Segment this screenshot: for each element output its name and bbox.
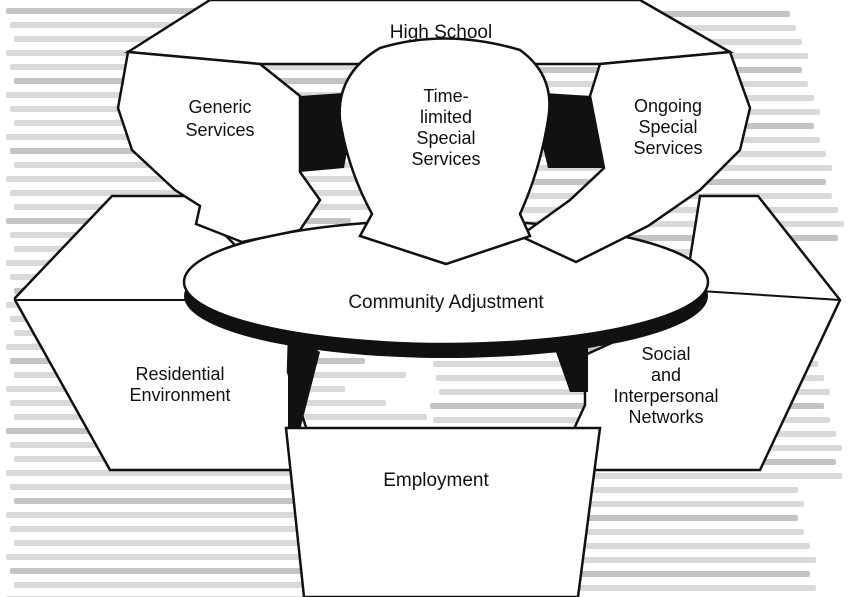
high-school-label: High School [390,22,492,43]
time-limited-label-line1: Time- [423,86,468,106]
right-connector-shadow [556,340,588,392]
background-text-line [10,526,359,532]
background-text-line [14,582,421,588]
residential-environment-label-line2: Environment [129,385,230,405]
time-limited-label-line2: limited [420,107,472,127]
ongoing-services-label-line2: Special [638,117,697,137]
social-networks-label-line3: Interpersonal [613,386,718,406]
background-text-line [439,501,804,507]
background-text-line [6,554,339,560]
generic-services-label-line1: Generic [188,97,251,117]
background-text-line [6,470,387,476]
employment-panel [284,426,602,597]
employment-label: Employment [383,470,489,491]
background-text-line [6,512,408,518]
background-text-line [6,8,336,14]
left-connector-shadow [288,330,320,430]
background-text-line [436,543,810,549]
background-text-line [433,473,842,479]
background-text-line [10,484,428,490]
social-networks-label-line1: Social [641,344,690,364]
background-text-line [436,487,798,493]
time-limited-services-arrow [338,37,551,266]
generic-services-arrow [116,50,322,244]
time-limited-label-line3: Special [416,128,475,148]
time-limited-label-line4: Services [411,149,480,169]
background-text-line [430,515,798,521]
social-networks-label-line2: and [651,365,681,385]
ongoing-services-label-line1: Ongoing [634,96,702,116]
background-text-line [14,498,379,504]
background-text-line [430,571,810,577]
ongoing-services-label-line3: Services [633,138,702,158]
background-text-line [439,557,816,563]
generic-services-label-line2: Services [185,120,254,140]
background-text-line [10,568,380,574]
social-networks-label-line4: Networks [628,407,703,427]
community-adjustment-label: Community Adjustment [348,292,544,313]
ongoing-services-arrow [517,50,752,264]
residential-environment-label-line1: Residential [135,364,224,384]
background-text-line [433,529,804,535]
background-text-line [14,540,400,546]
background-text-line [433,585,816,591]
